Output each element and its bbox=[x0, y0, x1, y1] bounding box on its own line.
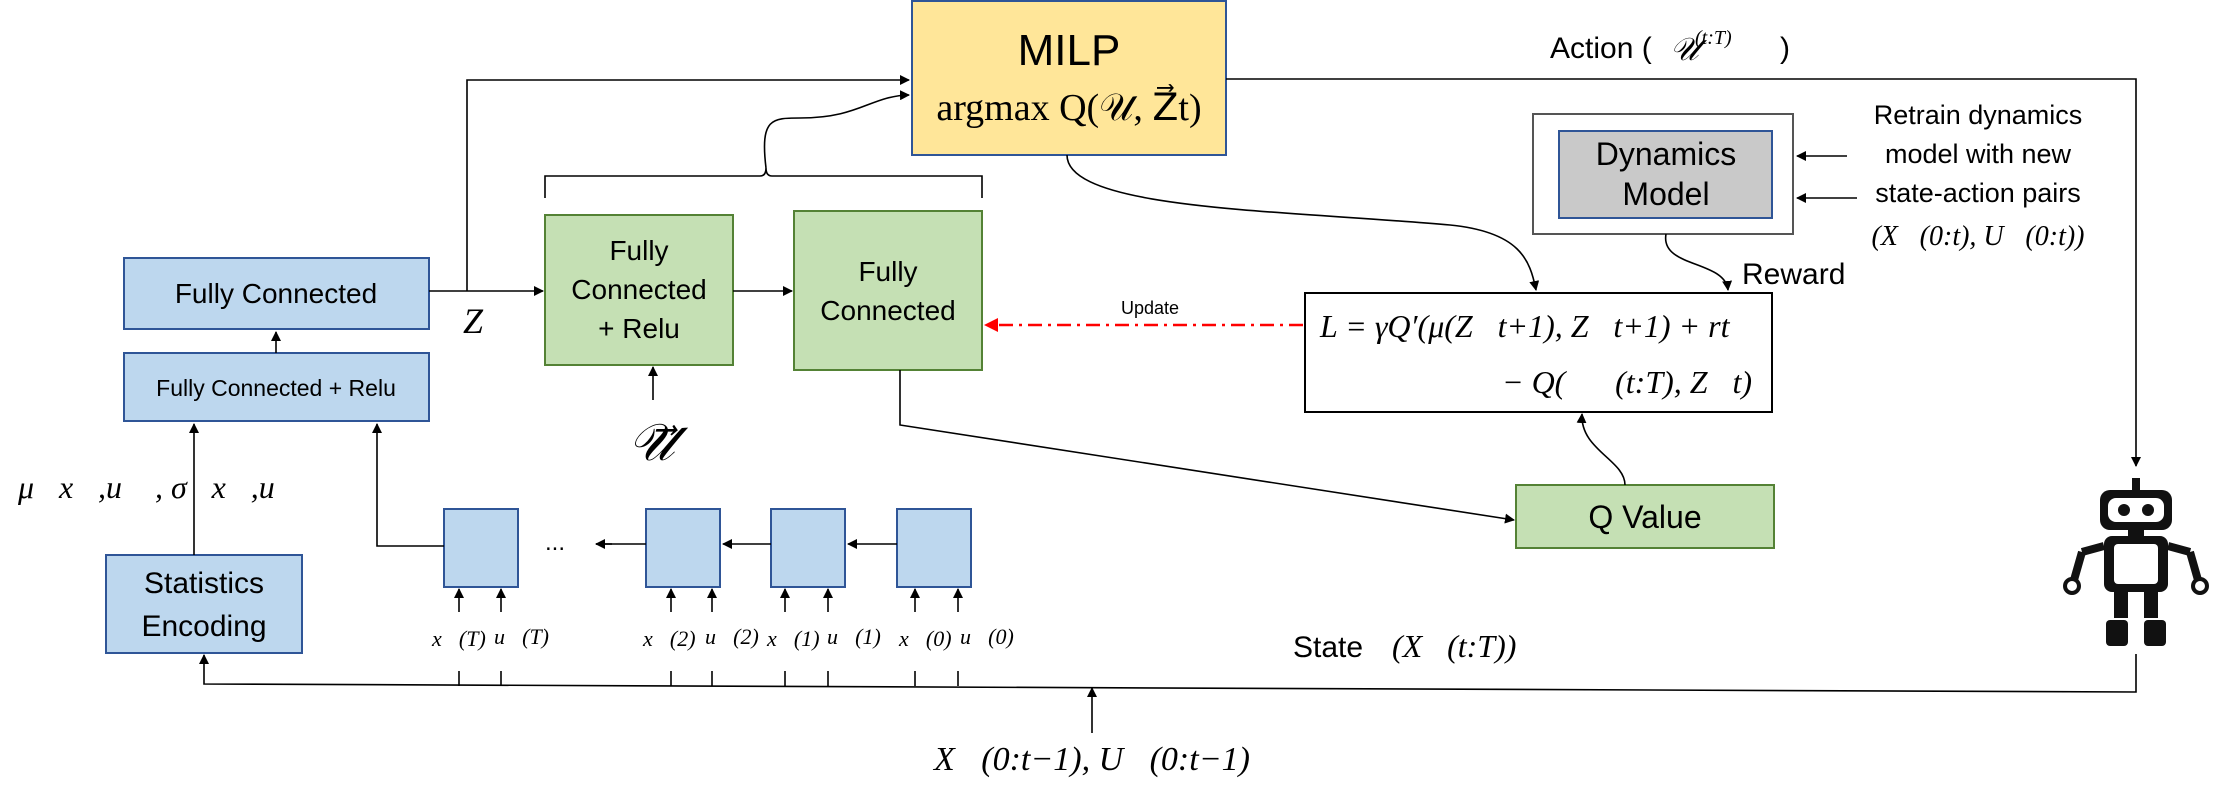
sequence-ellipsis: ... bbox=[545, 529, 565, 556]
fc-green-line1: Fully bbox=[858, 256, 917, 287]
fc-green-line2: Connected bbox=[820, 295, 955, 326]
loss-function-box: L = γQ′(μ(Z⃗t+1), Z⃗t+1) + rt − Q(𝒰⃗(t:T… bbox=[1304, 292, 1773, 413]
action-label: Action ( 𝒰 (t:T) ) bbox=[1550, 27, 1790, 67]
fully-connected-top-label: Fully Connected bbox=[175, 278, 377, 309]
statistics-encoding-line1: Statistics bbox=[144, 567, 264, 600]
fc-relu-green-line1: Fully bbox=[609, 235, 668, 266]
dynamics-model-line1: Dynamics bbox=[1596, 136, 1736, 172]
dynamics-model-line2: Model bbox=[1622, 176, 1709, 212]
sequence-cell-t bbox=[443, 508, 519, 588]
q-value-label: Q Value bbox=[1588, 499, 1701, 535]
seq-u-t: u⃗(T) bbox=[494, 624, 549, 649]
seq-x-1: x⃗(1) bbox=[766, 626, 820, 651]
z-vector-label: Z⃗ bbox=[463, 301, 511, 341]
seq-x-2: x⃗(2) bbox=[642, 626, 696, 651]
sequence-cells bbox=[443, 508, 972, 588]
fully-connected-relu-green: Fully Connected + Relu bbox=[544, 214, 734, 366]
fc-relu-green-line2: Connected bbox=[571, 274, 706, 305]
statistics-encoding: Statistics Encoding bbox=[105, 554, 303, 654]
u-vector-label: 𝒰⃗ bbox=[628, 415, 689, 472]
action-close: ) bbox=[1780, 32, 1790, 65]
seq-x-t: x⃗(T) bbox=[431, 626, 486, 651]
state-text: State bbox=[1293, 631, 1363, 664]
fully-connected-relu-left-label: Fully Connected + Relu bbox=[156, 375, 396, 401]
seq-u-1: u⃗(1) bbox=[827, 624, 881, 649]
seq-x-0: x⃗(0) bbox=[898, 626, 952, 651]
state-label: State (X⃗(t:T)) bbox=[1293, 628, 1516, 664]
robot-icon bbox=[2063, 478, 2209, 646]
sequence-cell-0 bbox=[896, 508, 972, 588]
sequence-cell-1 bbox=[770, 508, 846, 588]
fully-connected-relu-left: Fully Connected + Relu bbox=[123, 352, 430, 422]
loss-line1: L = γQ′(μ(Z⃗t+1), Z⃗t+1) + rt bbox=[1319, 308, 1731, 344]
sequence-input-labels: x⃗(T) u⃗(T) x⃗(2) u⃗(2) x⃗(1) u⃗(1) x⃗(0… bbox=[431, 624, 1014, 651]
state-symbol: (X⃗(t:T)) bbox=[1392, 628, 1516, 664]
bottom-input-label: X⃗(0:t−1), U⃗(0:t−1) bbox=[932, 741, 1250, 778]
update-label: Update bbox=[1121, 298, 1179, 318]
statistics-encoding-line2: Encoding bbox=[141, 610, 266, 643]
retrain-line2: model with new bbox=[1885, 139, 2072, 169]
reward-label: Reward bbox=[1742, 258, 1845, 291]
sequence-cell-2 bbox=[645, 508, 721, 588]
q-value-box: Q Value bbox=[1515, 484, 1775, 549]
loss-line2: − Q(𝒰⃗(t:T), Z⃗t) bbox=[1502, 364, 1752, 400]
seq-u-2: u⃗(2) bbox=[705, 624, 759, 649]
mu-sigma-label: μ⃗x⃗,u⃗ , σ⃗x⃗,u⃗ bbox=[17, 469, 300, 505]
fully-connected-green: Fully Connected bbox=[793, 210, 983, 371]
fully-connected-top: Fully Connected bbox=[123, 257, 430, 330]
retrain-line3: state-action pairs bbox=[1875, 178, 2081, 208]
fc-relu-green-line3: + Relu bbox=[598, 313, 680, 344]
seq-u-0: u⃗(0) bbox=[960, 624, 1014, 649]
retrain-note: Retrain dynamics model with new state-ac… bbox=[1871, 100, 2084, 252]
dynamics-model-container: Dynamics Model bbox=[1532, 113, 1794, 235]
action-superscript: (t:T) bbox=[1695, 27, 1732, 49]
retrain-line1: Retrain dynamics bbox=[1874, 100, 2083, 130]
action-text: Action ( bbox=[1550, 32, 1652, 65]
milp-block: MILP argmax Q(𝒰, Z⃗t) bbox=[911, 0, 1227, 156]
milp-title: MILP bbox=[1018, 26, 1121, 75]
milp-formula: argmax Q(𝒰, Z⃗t) bbox=[936, 84, 1201, 129]
connectors bbox=[189, 75, 2141, 733]
retrain-line4: (X⃗(0:t), U⃗(0:t)) bbox=[1871, 221, 2084, 252]
